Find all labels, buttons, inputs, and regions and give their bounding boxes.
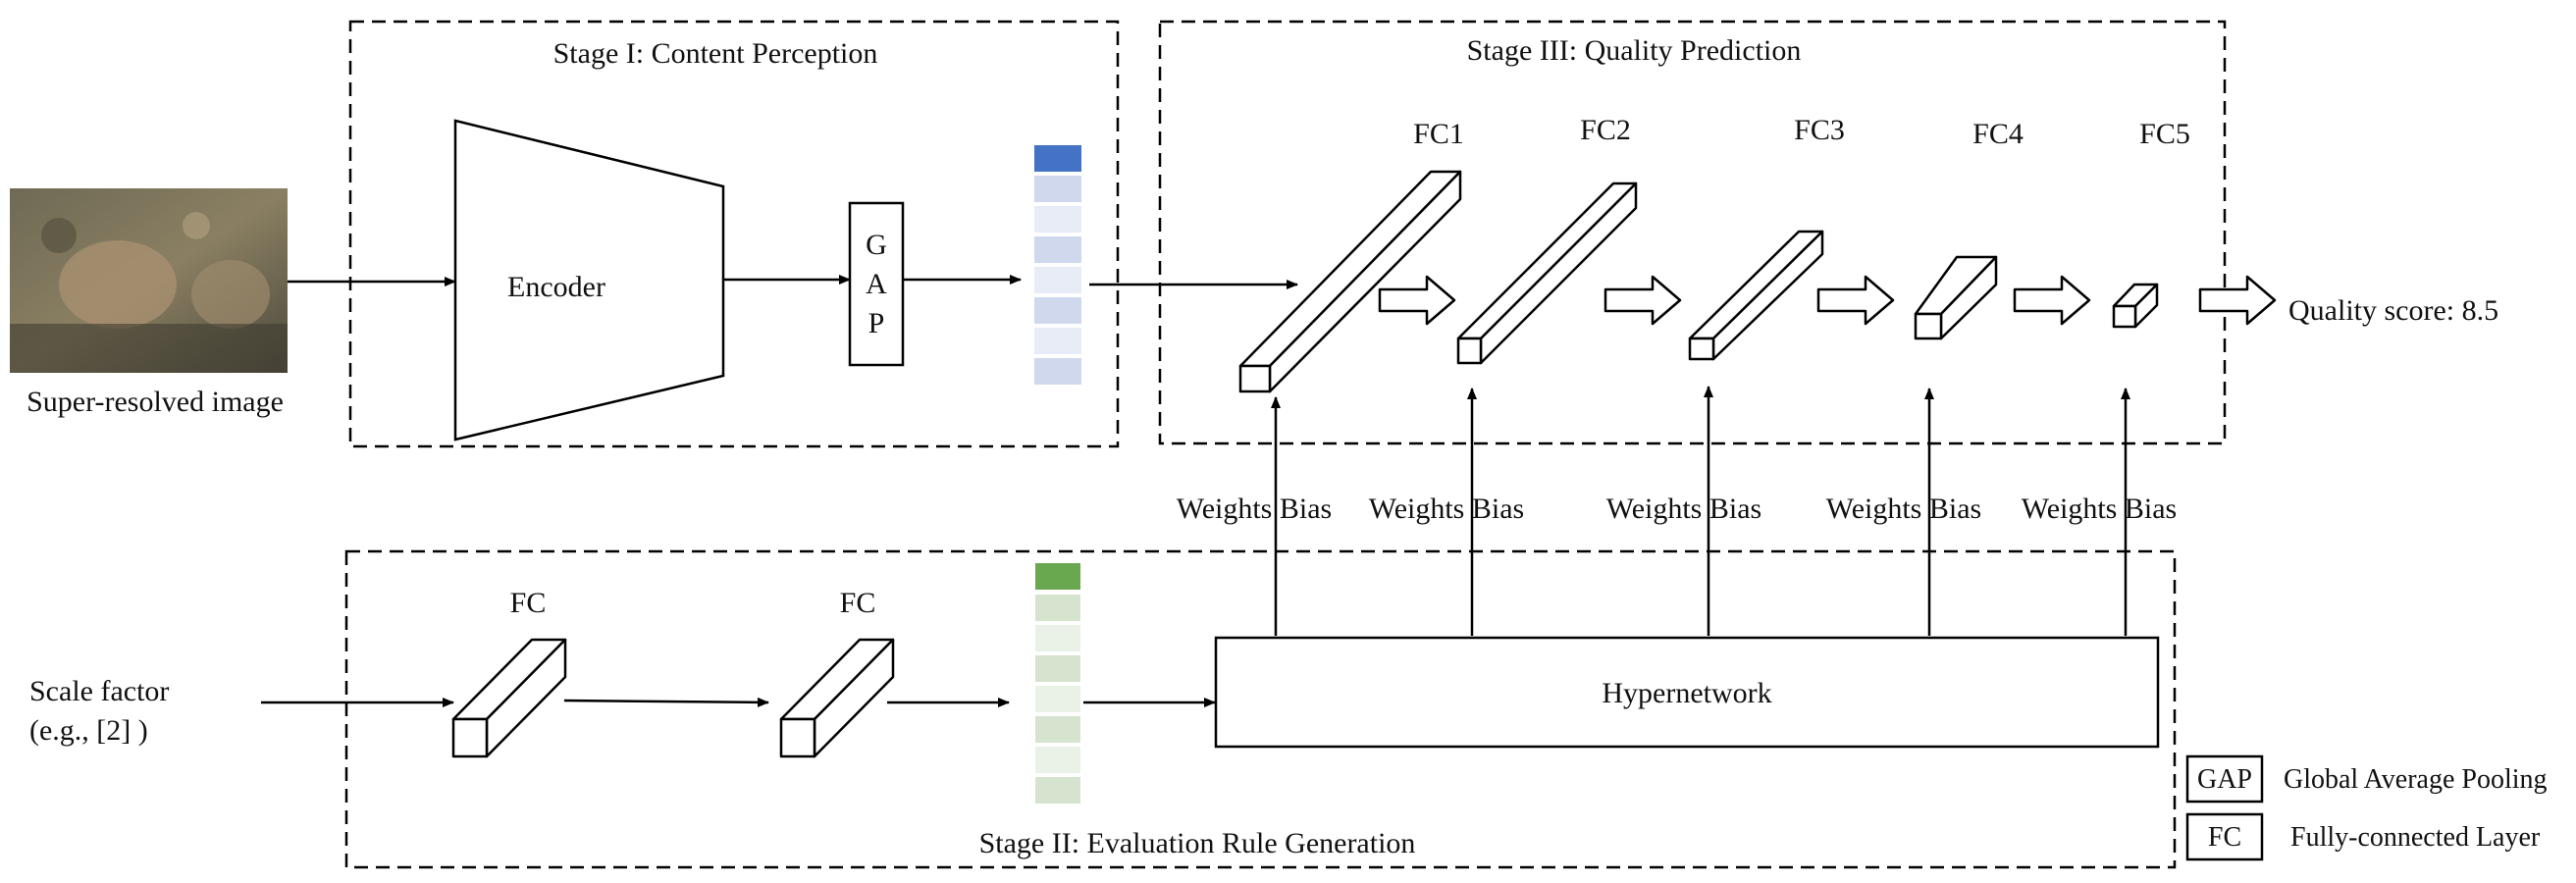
gap-letter-g: G bbox=[866, 229, 887, 261]
stage2-box bbox=[344, 549, 2177, 869]
arrow-fc1-fc2 bbox=[563, 697, 769, 707]
stage1-title: Stage I: Content Perception bbox=[553, 37, 878, 70]
stage2-title: Stage II: Evaluation Rule Generation bbox=[979, 827, 1416, 859]
scale-factor-line1: Scale factor bbox=[29, 675, 169, 707]
fc2-label: FC2 bbox=[1580, 114, 1631, 146]
legend-gap-abbr: GAP bbox=[2197, 764, 2252, 795]
image-caption: Super-resolved image bbox=[26, 386, 284, 418]
stage1-box bbox=[348, 20, 1120, 448]
stage2-fc-block-1 bbox=[451, 638, 567, 758]
legend-fc-box bbox=[2185, 812, 2264, 861]
weights-bias-1: Weights Bias bbox=[1177, 493, 1332, 525]
content-feature-vector bbox=[1034, 145, 1081, 385]
gap-letter-a: A bbox=[866, 268, 887, 300]
fc5-block bbox=[2112, 283, 2159, 329]
fc4-label: FC4 bbox=[1972, 118, 2024, 150]
fc1-block bbox=[1238, 170, 1462, 393]
fc1-label: FC1 bbox=[1413, 118, 1464, 150]
hypernetwork-label: Hypernetwork bbox=[1602, 677, 1771, 709]
encoder-block bbox=[453, 119, 725, 442]
fc2-block bbox=[1456, 182, 1638, 365]
scale-factor-line2: (e.g., [2] ) bbox=[29, 714, 148, 747]
stage2-fc-block-2 bbox=[779, 638, 895, 758]
stage3-title: Stage III: Quality Prediction bbox=[1467, 34, 1802, 67]
legend-gap-box bbox=[2185, 754, 2264, 804]
hypernetwork-block bbox=[1214, 636, 2160, 749]
weights-bias-2: Weights Bias bbox=[1369, 493, 1524, 525]
stage2-fc-label-1: FC bbox=[510, 587, 547, 619]
weights-bias-4: Weights Bias bbox=[1826, 493, 1981, 525]
encoder-label: Encoder bbox=[507, 271, 605, 303]
stage2-fc-label-2: FC bbox=[840, 587, 876, 619]
gap-letter-p: P bbox=[868, 307, 885, 339]
weights-bias-5: Weights Bias bbox=[2022, 493, 2177, 525]
stage3-box bbox=[1158, 20, 2227, 445]
legend-gap-text: Global Average Pooling bbox=[2284, 764, 2548, 795]
fc5-label: FC5 bbox=[2139, 118, 2190, 150]
super-resolved-image bbox=[10, 188, 288, 373]
fc3-block bbox=[1688, 230, 1824, 361]
rule-feature-vector bbox=[1035, 563, 1080, 804]
fc3-label: FC3 bbox=[1794, 114, 1845, 146]
hollow-arrows bbox=[1378, 275, 2277, 326]
legend-fc-abbr: FC bbox=[2208, 822, 2241, 853]
quality-score: Quality score: 8.5 bbox=[2288, 294, 2498, 327]
fc4-block bbox=[1914, 255, 1998, 340]
legend-fc-text: Fully-connected Layer bbox=[2290, 822, 2541, 853]
gap-block bbox=[848, 201, 905, 367]
weights-bias-3: Weights Bias bbox=[1606, 493, 1761, 525]
